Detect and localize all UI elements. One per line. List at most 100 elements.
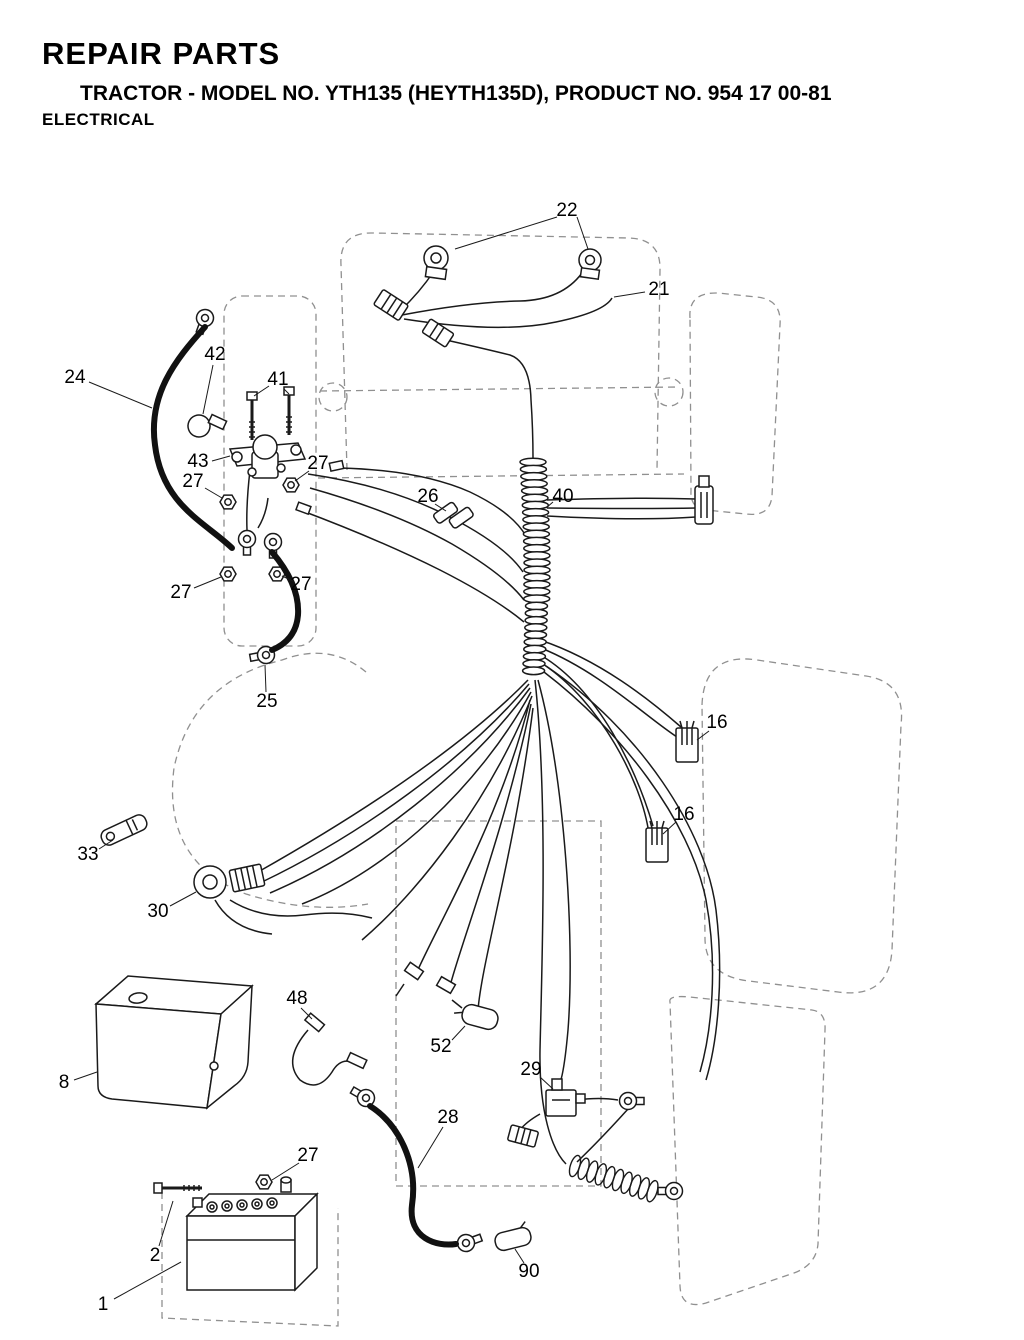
callout-leader-48: [300, 1007, 313, 1020]
callout-leader-40: [545, 501, 554, 509]
callout-27: 27: [170, 582, 191, 603]
mini-connector: [403, 961, 425, 981]
wire-loom: [519, 457, 551, 676]
callout-24: 24: [64, 367, 86, 388]
wire-loom-rib: [521, 666, 546, 676]
headlight-bulb-right: [578, 248, 602, 281]
callout-leader-26: [434, 503, 447, 512]
callout-52: 52: [430, 1036, 451, 1057]
model-subtitle: TRACTOR - MODEL NO. YTH135 (HEYTH135D), …: [80, 82, 832, 105]
callout-48: 48: [286, 988, 307, 1009]
terminal-cap: [187, 413, 228, 438]
callout-leader-29: [539, 1076, 554, 1090]
callout-33: 33: [77, 844, 98, 865]
callout-25: 25: [256, 691, 277, 712]
hex-nut: [255, 1174, 273, 1190]
spade-terminal: [303, 1012, 326, 1033]
callout-16: 16: [706, 712, 727, 733]
callout-8: 8: [59, 1072, 70, 1093]
callout-leader-41: [253, 385, 270, 397]
spade-terminal: [328, 459, 345, 473]
battery: [185, 1176, 319, 1292]
callout-22: 22: [556, 200, 577, 221]
page-title: REPAIR PARTS: [42, 36, 281, 71]
solenoid: [228, 434, 307, 479]
hex-nut: [219, 494, 237, 510]
fuse: [433, 501, 474, 529]
solenoid-bolt: [282, 385, 296, 437]
side-connector: [694, 475, 714, 525]
ignition-key: [100, 814, 148, 846]
wiring-harness: [214, 270, 721, 1193]
terminal-boot: [494, 1221, 532, 1252]
callout-leader-24: [88, 381, 153, 409]
callout-leader-42: [202, 364, 214, 415]
callout-2: 2: [150, 1245, 161, 1266]
callout-27: 27: [290, 574, 311, 595]
callout-leader-27: [204, 487, 223, 499]
callout-leader-16: [662, 821, 677, 835]
callout-leader-21: [613, 291, 646, 298]
callout-leader-33: [98, 839, 114, 850]
headlight-connector: [373, 289, 409, 321]
callout-16: 16: [673, 804, 694, 825]
ring-terminal: [618, 1091, 645, 1111]
callout-leader-1: [113, 1261, 182, 1300]
callout-28: 28: [437, 1107, 458, 1128]
callout-leader-25: [264, 664, 267, 693]
ring-terminal: [657, 1181, 684, 1201]
spade-terminal: [295, 501, 312, 516]
battery-cables: [150, 324, 459, 1248]
section-label: ELECTRICAL: [42, 110, 155, 129]
component-parts: [94, 245, 714, 1292]
callout-leader-30: [169, 891, 197, 907]
callout-41: 41: [267, 369, 288, 390]
ring-terminal: [237, 529, 257, 556]
callout-42: 42: [204, 344, 225, 365]
callout-40: 40: [552, 486, 573, 507]
callout-27: 27: [297, 1145, 318, 1166]
callout-leader-52: [451, 1025, 466, 1041]
inline-connector: [507, 1124, 539, 1148]
ignition-switch: [193, 863, 266, 899]
callout-leader-41: [283, 388, 290, 395]
callout-leader-8: [73, 1071, 98, 1081]
hex-nut: [219, 566, 237, 582]
callout-leader-27: [271, 1162, 300, 1181]
battery-bolt: [152, 1181, 204, 1195]
callout-27: 27: [182, 471, 203, 492]
harness-connector: [421, 318, 455, 348]
callout-leader-22: [454, 216, 558, 250]
callout-30: 30: [147, 901, 168, 922]
interlock-connector: [675, 720, 699, 763]
interlock-switch: [545, 1078, 586, 1117]
callout-90: 90: [518, 1261, 539, 1282]
callout-27: 27: [307, 453, 328, 474]
interlock-connector: [645, 820, 669, 863]
plug-connector: [454, 1003, 499, 1031]
callout-1: 1: [98, 1294, 109, 1315]
solenoid-bolt: [245, 390, 259, 442]
callout-29: 29: [520, 1059, 541, 1080]
callout-leader-27: [193, 576, 222, 589]
spade-terminal: [345, 1051, 368, 1070]
callout-leader-43: [211, 455, 231, 462]
callout-leader-16: [696, 730, 710, 741]
callout-leader-28: [417, 1126, 444, 1169]
headlight-bulb-left: [423, 245, 449, 281]
callout-leader-27: [294, 470, 310, 482]
coiled-wire: [568, 1154, 659, 1203]
ring-terminal: [454, 1228, 485, 1255]
tractor-ghost-outlines: [161, 232, 903, 1327]
callout-26: 26: [417, 486, 438, 507]
battery-box: [94, 975, 254, 1110]
callout-leader-90: [514, 1248, 525, 1264]
callout-leader-22: [576, 216, 589, 250]
callout-21: 21: [648, 279, 669, 300]
mini-connector: [435, 975, 457, 995]
callout-leader-2: [158, 1200, 174, 1247]
coil-loop: [646, 1179, 659, 1203]
